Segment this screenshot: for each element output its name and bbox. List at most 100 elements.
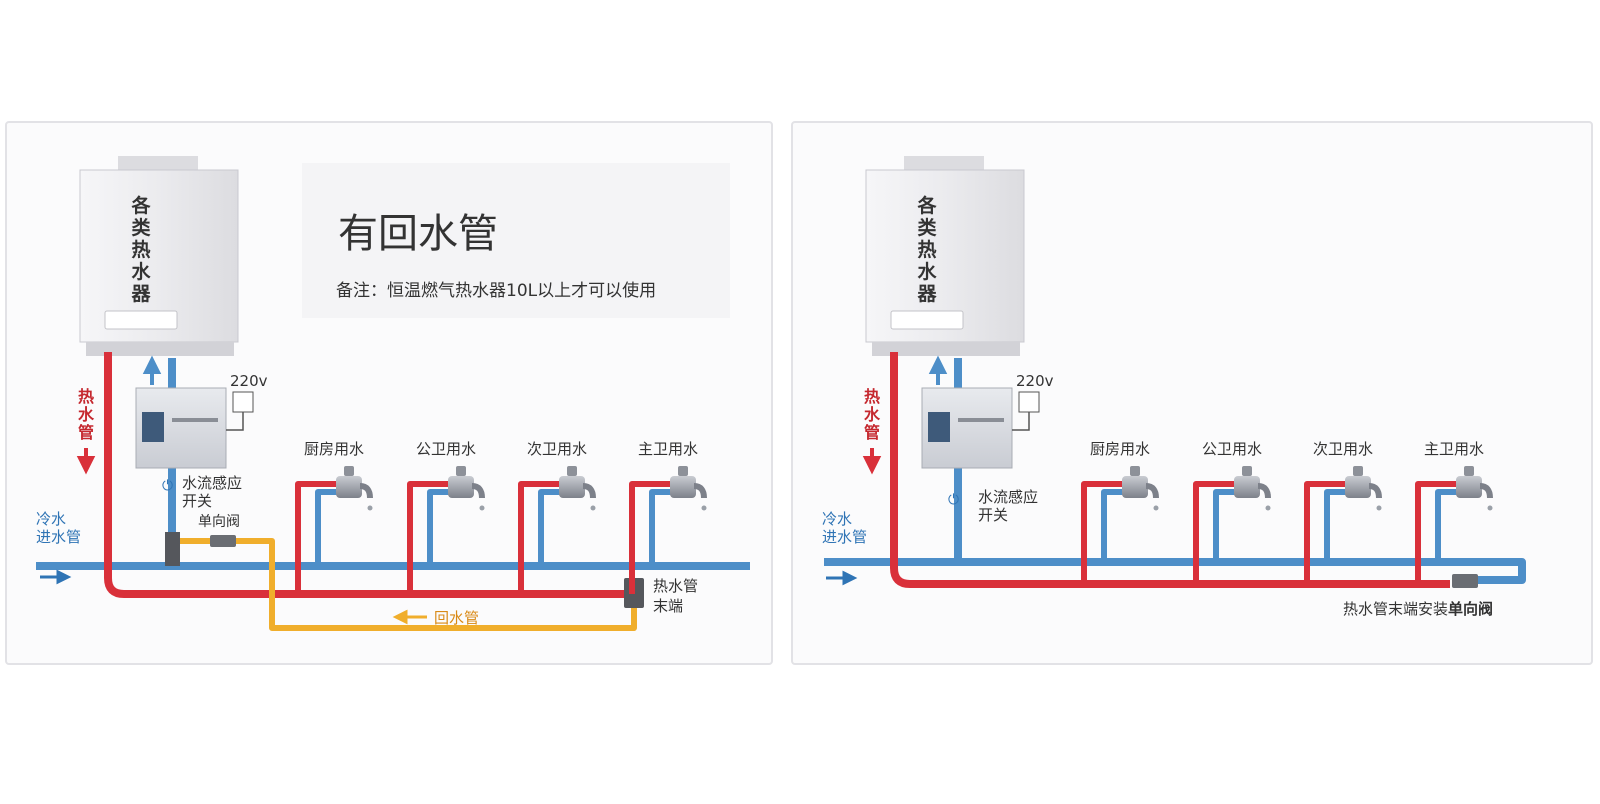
- hot-end-label-part: 末端: [653, 597, 683, 615]
- hot-pipe-label-char: 管: [78, 423, 94, 442]
- return-flow-arrow: [392, 609, 427, 625]
- cold-inlet-label-line: 冷水进水管: [36, 510, 81, 546]
- faucet-handle: [1130, 466, 1140, 476]
- faucet-spout: [1145, 483, 1159, 499]
- return-pipe: [178, 538, 637, 631]
- left-tap-group: 厨房用水公卫用水次卫用水主卫用水: [295, 440, 707, 594]
- faucet-spout: [1479, 483, 1493, 499]
- flow-controller: 220v: [135, 372, 268, 469]
- heater-label-char: 器: [130, 283, 151, 305]
- faucet-spout: [693, 483, 707, 499]
- heater-label-char: 类: [131, 216, 150, 239]
- hot-pipe-label-char: 水: [78, 405, 95, 424]
- tap-cold-riser: [1435, 489, 1458, 562]
- tap-label: 厨房用水: [304, 440, 364, 458]
- right-bottom-note-bold: 单向阀: [1448, 600, 1493, 618]
- faucet-spout: [1368, 483, 1382, 499]
- title-card: [302, 163, 730, 318]
- sensor-switch-icon: ⏻: [948, 492, 959, 508]
- tap-cold-riser: [538, 489, 561, 566]
- sensor-switch-label-part: 水流感应: [978, 488, 1038, 506]
- sensor-switch-label: 水流感应开关: [978, 488, 1038, 524]
- controller-screen: [928, 412, 950, 442]
- cold-inlet-label-part: 冷水: [822, 510, 852, 528]
- heater-label-char: 器: [916, 283, 937, 305]
- faucet-handle: [1464, 466, 1474, 476]
- faucet-handle: [1353, 466, 1363, 476]
- check-valve-label: 单向阀: [198, 514, 240, 530]
- left-panel: 有回水管 备注：恒温燃气热水器10L以上才可以使用 各 类 热 水 器 热 水 …: [5, 121, 773, 665]
- water-heater: 各 类 热 水 器: [79, 156, 239, 356]
- hot-main-pipe: [104, 352, 625, 598]
- hot-pipe-label-char: 热: [864, 387, 880, 406]
- right-bottom-note: 热水管末端安装单向阀: [1343, 600, 1493, 618]
- sensor-switch-label-part: 开关: [182, 492, 212, 510]
- heater-base: [86, 342, 234, 356]
- power-cable: [1012, 412, 1030, 431]
- cold-main-pipe: [824, 558, 1526, 584]
- tap-cold-riser: [649, 489, 672, 566]
- check-valve: [210, 535, 236, 547]
- right-tap-group: 厨房用水公卫用水次卫用水主卫用水: [1081, 440, 1493, 584]
- power-socket: [1018, 391, 1040, 413]
- heater-top-flue: [118, 156, 198, 172]
- faucet-body: [448, 476, 474, 498]
- controller-logo-strip: [172, 418, 218, 422]
- faucet-spout: [1257, 483, 1271, 499]
- return-pipe-label: 回水管: [434, 609, 479, 627]
- flow-controller: 220v: [921, 372, 1054, 469]
- tap-hot-riser: [407, 481, 450, 594]
- power-socket: [232, 391, 254, 413]
- heater-label-char: 热: [131, 238, 150, 261]
- heater-label-char: 各: [130, 194, 151, 217]
- hot-pipe-label-char: 水: [864, 405, 881, 424]
- water-drop: [1487, 505, 1493, 511]
- left-panel-note: 备注：恒温燃气热水器10L以上才可以使用: [336, 280, 656, 301]
- faucet-body: [336, 476, 362, 498]
- tap-label: 厨房用水: [1090, 440, 1150, 458]
- tap-hot-riser: [1415, 481, 1458, 584]
- tap-label: 主卫用水: [638, 440, 698, 458]
- tap-hot-riser: [1193, 481, 1236, 584]
- tap-label: 主卫用水: [1424, 440, 1484, 458]
- faucet-handle: [456, 466, 466, 476]
- water-drop: [590, 505, 596, 511]
- left-panel-title: 有回水管: [338, 211, 498, 257]
- tap-label: 公卫用水: [416, 440, 476, 458]
- water-drop: [701, 505, 707, 511]
- right-bottom-note-prefix: 热水管末端安装: [1343, 600, 1448, 618]
- tap-label: 次卫用水: [1313, 440, 1373, 458]
- faucet-spout: [359, 483, 373, 499]
- cold-inlet-label-line: 冷水进水管: [822, 510, 867, 546]
- tap-hot-riser: [1081, 481, 1124, 584]
- water-drop: [1153, 505, 1159, 511]
- water-heater: 各 类 热 水 器: [865, 156, 1025, 356]
- faucet-spout: [582, 483, 596, 499]
- sensor-switch-label: 水流感应开关: [182, 474, 242, 510]
- heater-label-char: 各: [916, 194, 937, 217]
- tap-cold-riser: [1324, 489, 1347, 562]
- check-valve: [1452, 574, 1478, 588]
- heater-display: [104, 310, 178, 330]
- faucet-handle: [678, 466, 688, 476]
- cold-inlet-arrow: [40, 569, 72, 585]
- heater-base: [872, 342, 1020, 356]
- hot-pipe-label-char: 热: [78, 387, 94, 406]
- faucet-body: [1456, 476, 1482, 498]
- sensor-switch-icon: ⏻: [162, 478, 173, 494]
- hot-end-label-part: 热水管: [653, 577, 698, 595]
- faucet-body: [670, 476, 696, 498]
- sensor-switch-label-part: 开关: [978, 506, 1008, 524]
- tap-cold-riser: [1101, 489, 1124, 562]
- tap-cold-riser: [1213, 489, 1236, 562]
- hot-pipe-label-char: 管: [864, 423, 880, 442]
- faucet-body: [1122, 476, 1148, 498]
- faucet-spout: [471, 483, 485, 499]
- cold-flow-up-arrow: [142, 355, 162, 385]
- tap-hot-riser: [629, 481, 672, 594]
- tap-hot-riser: [518, 481, 561, 594]
- heater-label-char: 水: [917, 261, 937, 283]
- tap-hot-riser: [1304, 481, 1347, 584]
